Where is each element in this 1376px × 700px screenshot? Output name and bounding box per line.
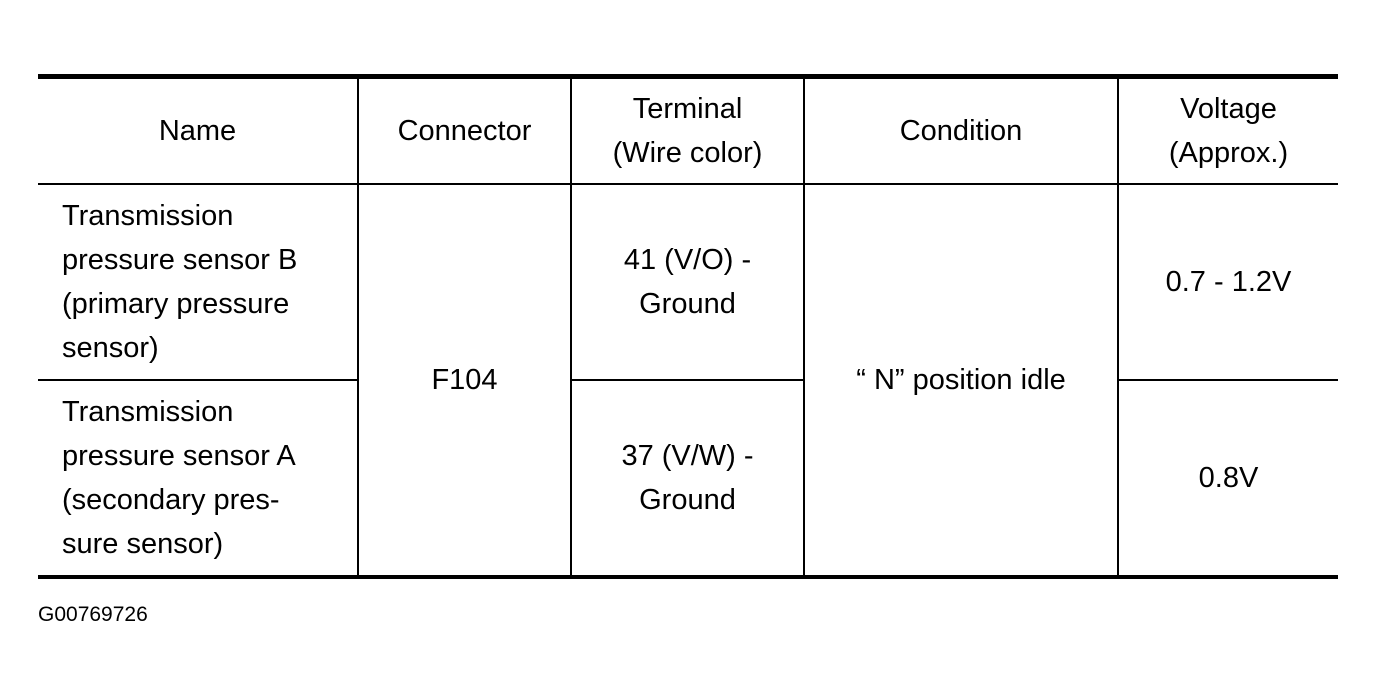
voltage-cell: 0.8V — [1117, 380, 1338, 577]
header-connector: Connector — [357, 76, 571, 185]
table-row: Transmission pressure sensor A (secondar… — [38, 380, 1338, 577]
header-voltage: Voltage (Approx.) — [1117, 76, 1338, 185]
table-row: Transmission pressure sensor B (primary … — [38, 184, 1338, 577]
sensor-name-cell: Transmission pressure sensor A (secondar… — [62, 396, 296, 560]
header-row: Name Connector Terminal (Wire color) Con… — [38, 76, 1338, 185]
figure-id: G00769726 — [38, 603, 148, 626]
connector-cell: F104 — [357, 184, 571, 577]
terminal-cell: 37 (V/W) - Ground — [570, 380, 804, 577]
sensor-voltage-table: Name Connector Terminal (Wire color) Con… — [38, 74, 1338, 579]
condition-cell: “ N” position idle — [803, 184, 1118, 577]
terminal-cell: 41 (V/O) - Ground — [570, 184, 804, 381]
voltage-cell: 0.7 - 1.2V — [1117, 184, 1338, 381]
header-condition: Condition — [803, 76, 1118, 185]
header-terminal: Terminal (Wire color) — [570, 76, 804, 185]
header-name: Name — [38, 76, 358, 185]
sensor-name-cell: Transmission pressure sensor B (primary … — [38, 184, 358, 381]
